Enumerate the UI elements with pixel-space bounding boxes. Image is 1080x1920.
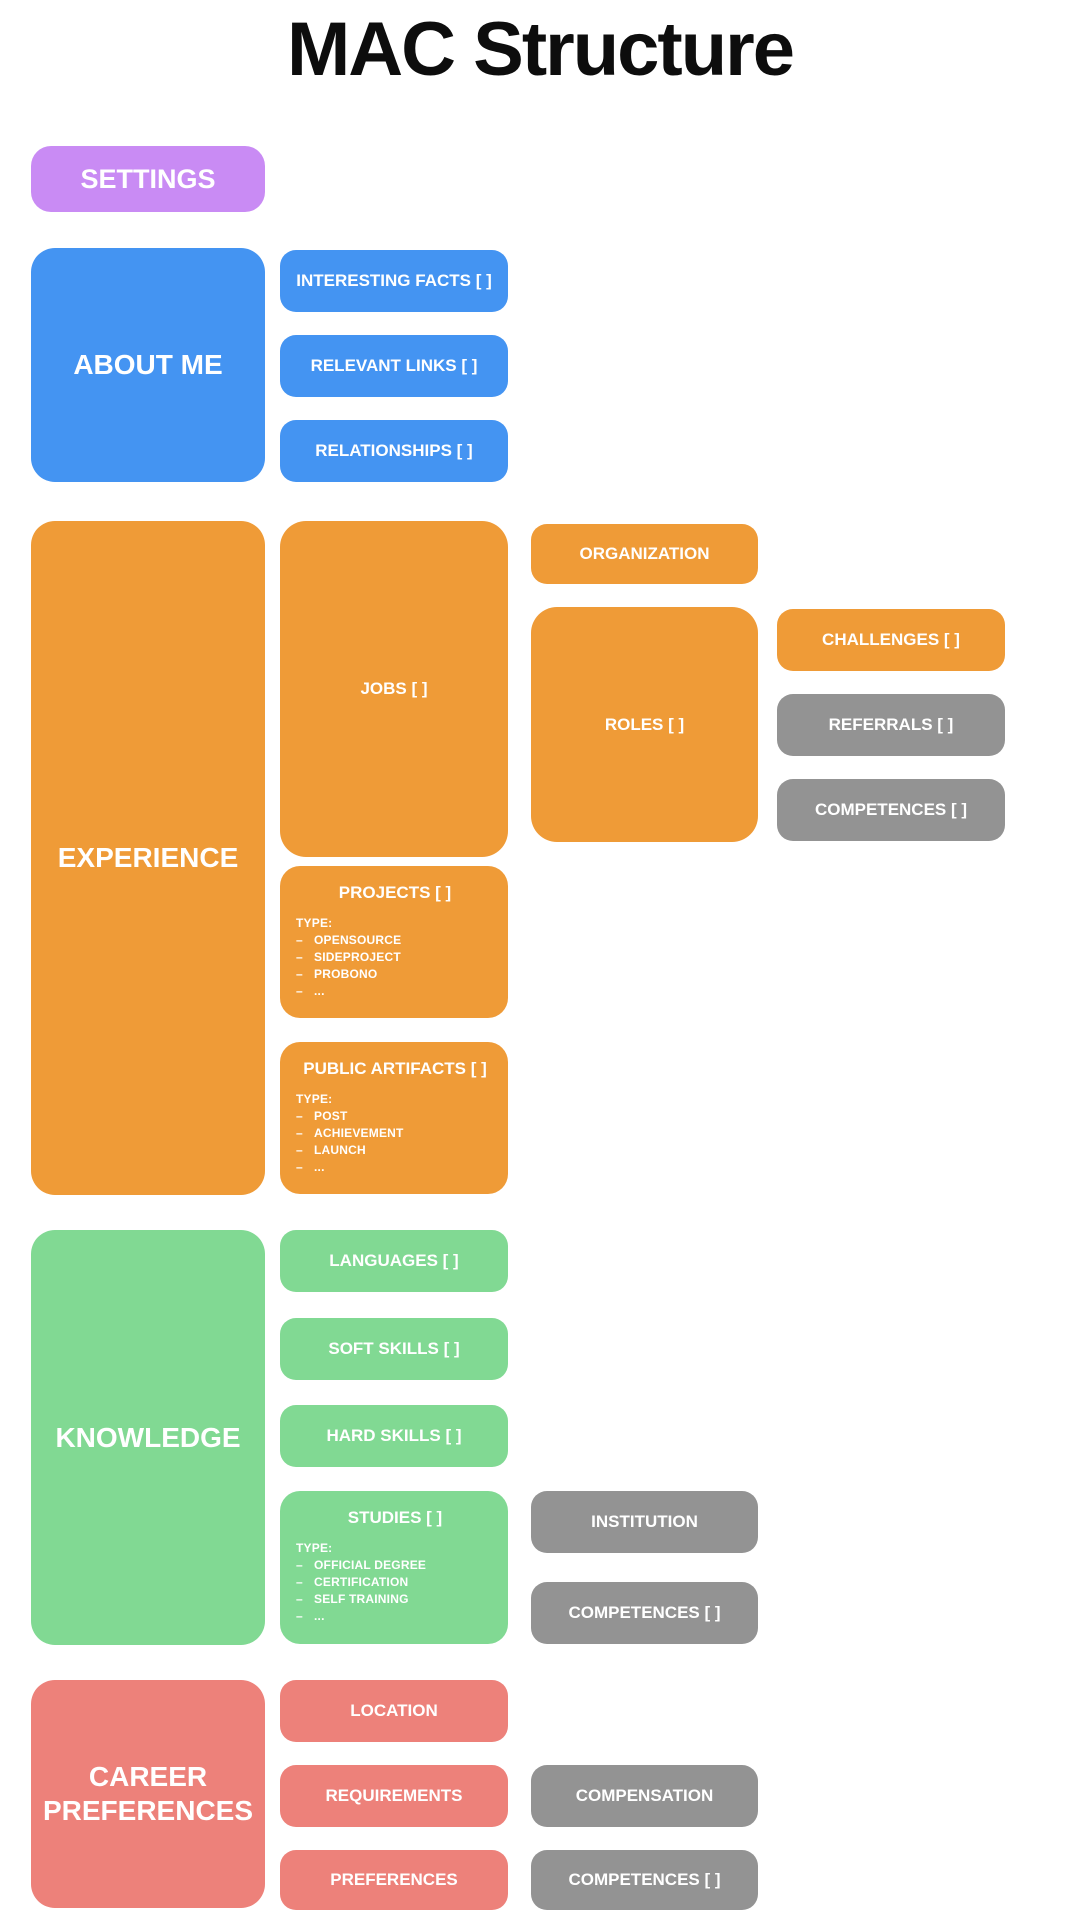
studies-type-list: TYPE: –OFFICIAL DEGREE –CERTIFICATION –S… (296, 1540, 494, 1625)
type-item: POST (314, 1109, 348, 1124)
node-career-preferences-label: CAREER PREFERENCES (42, 1761, 254, 1826)
type-item-row: –OPENSOURCE (296, 932, 494, 949)
node-projects: PROJECTS [ ] TYPE: –OPENSOURCE –SIDEPROJ… (280, 866, 508, 1018)
bullet-dash: – (296, 967, 303, 982)
node-studies: STUDIES [ ] TYPE: –OFFICIAL DEGREE –CERT… (280, 1491, 508, 1644)
node-location: LOCATION (280, 1680, 508, 1742)
node-referrals: REFERRALS [ ] (777, 694, 1005, 756)
node-soft-skills: SOFT SKILLS [ ] (280, 1318, 508, 1380)
type-item-row: –PROBONO (296, 966, 494, 983)
type-item-row: –... (296, 1159, 494, 1176)
type-item: LAUNCH (314, 1143, 366, 1158)
bullet-dash: – (296, 1143, 303, 1158)
node-settings-label: SETTINGS (80, 163, 216, 194)
bullet-dash: – (296, 1160, 303, 1175)
bullet-dash: – (296, 1126, 303, 1141)
bullet-dash: – (296, 933, 303, 948)
node-competences-studies-label: COMPETENCES [ ] (568, 1603, 721, 1622)
type-item: CERTIFICATION (314, 1575, 409, 1590)
bullet-dash: – (296, 950, 303, 965)
bullet-dash: – (296, 1592, 303, 1607)
node-studies-label: STUDIES [ ] (347, 1508, 443, 1527)
node-challenges: CHALLENGES [ ] (777, 609, 1005, 671)
node-relevant-links: RELEVANT LINKS [ ] (280, 335, 508, 397)
node-public-artifacts: PUBLIC ARTIFACTS [ ] TYPE: –POST –ACHIEV… (280, 1042, 508, 1194)
node-competences-roles: COMPETENCES [ ] (777, 779, 1005, 841)
node-languages-label: LANGUAGES [ ] (329, 1251, 459, 1270)
node-interesting-facts-label: INTERESTING FACTS [ ] (296, 271, 492, 290)
public-artifacts-type-list: TYPE: –POST –ACHIEVEMENT –LAUNCH –... (296, 1091, 494, 1176)
node-competences-career-label: COMPETENCES [ ] (568, 1870, 721, 1889)
type-item: ... (314, 984, 325, 999)
node-compensation-label: COMPENSATION (575, 1786, 714, 1805)
node-jobs-label: JOBS [ ] (360, 679, 428, 698)
node-organization-label: ORGANIZATION (579, 544, 710, 563)
type-item-row: –... (296, 1608, 494, 1625)
node-roles-label: ROLES [ ] (604, 714, 685, 734)
bullet-dash: – (296, 1109, 303, 1124)
type-item: PROBONO (314, 967, 378, 982)
node-preferences-label: PREFERENCES (330, 1870, 458, 1889)
node-soft-skills-label: SOFT SKILLS [ ] (328, 1339, 460, 1358)
node-experience: EXPERIENCE (31, 521, 265, 1195)
node-career-preferences: CAREER PREFERENCES (31, 1680, 265, 1908)
type-item: SIDEPROJECT (314, 950, 401, 965)
node-institution-label: INSTITUTION (591, 1512, 698, 1531)
node-hard-skills: HARD SKILLS [ ] (280, 1405, 508, 1467)
type-item: ... (314, 1160, 325, 1175)
type-item-row: –OFFICIAL DEGREE (296, 1557, 494, 1574)
node-requirements: REQUIREMENTS (280, 1765, 508, 1827)
type-item-row: –SELF TRAINING (296, 1591, 494, 1608)
bullet-dash: – (296, 1609, 303, 1624)
bullet-dash: – (296, 1575, 303, 1590)
node-competences-career: COMPETENCES [ ] (531, 1850, 758, 1910)
type-item-row: –LAUNCH (296, 1142, 494, 1159)
type-item: ... (314, 1609, 325, 1624)
projects-type-list: TYPE: –OPENSOURCE –SIDEPROJECT –PROBONO … (296, 915, 494, 1000)
type-item-row: –CERTIFICATION (296, 1574, 494, 1591)
type-item-row: –POST (296, 1108, 494, 1125)
node-experience-label: EXPERIENCE (57, 842, 239, 874)
type-heading: TYPE: (296, 1092, 333, 1106)
node-preferences: PREFERENCES (280, 1850, 508, 1910)
type-item: OPENSOURCE (314, 933, 402, 948)
type-item: OFFICIAL DEGREE (314, 1558, 427, 1573)
node-institution: INSTITUTION (531, 1491, 758, 1553)
node-relationships: RELATIONSHIPS [ ] (280, 420, 508, 482)
node-settings: SETTINGS (31, 146, 265, 212)
diagram-title: MAC Structure (286, 7, 795, 92)
node-competences-roles-label: COMPETENCES [ ] (814, 800, 968, 819)
node-organization: ORGANIZATION (531, 524, 758, 584)
node-compensation: COMPENSATION (531, 1765, 758, 1827)
type-item-row: –... (296, 983, 494, 1000)
node-competences-studies: COMPETENCES [ ] (531, 1582, 758, 1644)
type-item: ACHIEVEMENT (314, 1126, 404, 1141)
type-item-row: –SIDEPROJECT (296, 949, 494, 966)
node-roles: ROLES [ ] (531, 607, 758, 842)
node-public-artifacts-label: PUBLIC ARTIFACTS [ ] (303, 1059, 487, 1078)
node-projects-label: PROJECTS [ ] (338, 883, 452, 902)
bullet-dash: – (296, 1558, 303, 1573)
type-item-row: –ACHIEVEMENT (296, 1125, 494, 1142)
node-hard-skills-label: HARD SKILLS [ ] (326, 1426, 462, 1445)
type-heading: TYPE: (296, 1541, 333, 1555)
bullet-dash: – (296, 984, 303, 999)
node-location-label: LOCATION (350, 1701, 438, 1720)
node-about-me-label: ABOUT ME (73, 349, 223, 381)
node-referrals-label: REFERRALS [ ] (828, 715, 954, 734)
node-knowledge: KNOWLEDGE (31, 1230, 265, 1645)
node-knowledge-label: KNOWLEDGE (55, 1421, 241, 1453)
node-requirements-label: REQUIREMENTS (325, 1786, 463, 1805)
type-item: SELF TRAINING (314, 1592, 409, 1607)
node-about-me: ABOUT ME (31, 248, 265, 482)
node-relevant-links-label: RELEVANT LINKS [ ] (310, 356, 478, 375)
node-interesting-facts: INTERESTING FACTS [ ] (280, 250, 508, 312)
node-languages: LANGUAGES [ ] (280, 1230, 508, 1292)
type-heading: TYPE: (296, 916, 333, 930)
node-relationships-label: RELATIONSHIPS [ ] (315, 441, 473, 460)
node-jobs: JOBS [ ] (280, 521, 508, 857)
node-challenges-label: CHALLENGES [ ] (822, 630, 960, 649)
